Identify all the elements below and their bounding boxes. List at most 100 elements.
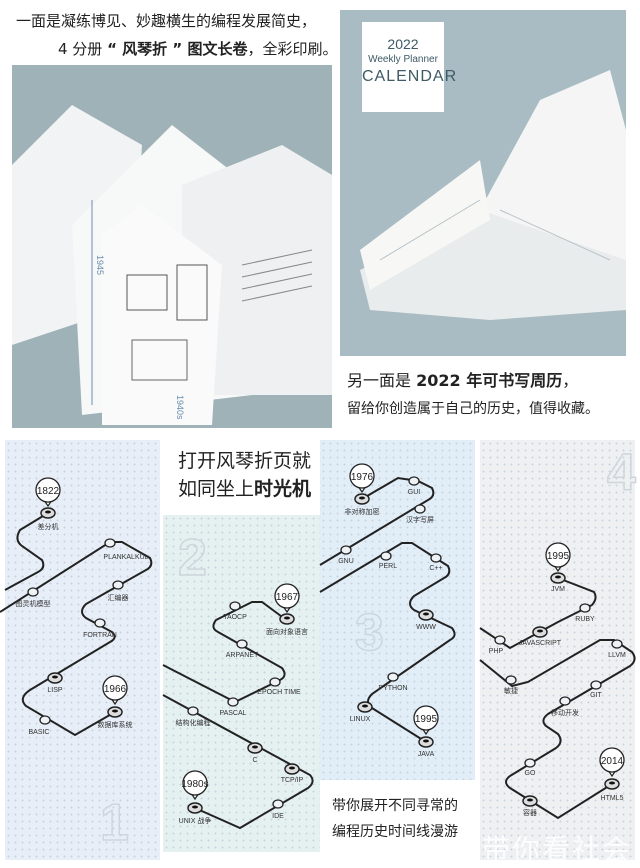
node-label: 容器	[523, 808, 537, 817]
node-label: GO	[525, 770, 536, 777]
node-label: GNU	[338, 558, 354, 565]
pin-year: 1967	[276, 592, 299, 603]
node-label: 面向对象语言	[266, 627, 308, 636]
timeline-node: 数据库系统	[98, 706, 133, 729]
node-label: WWW	[416, 624, 436, 631]
timeline-node: PERL	[379, 551, 397, 570]
timeline-node: 非对称加密	[345, 493, 380, 516]
timeline-node: RUBY	[575, 603, 595, 623]
timeline-node: 敏捷	[504, 675, 518, 695]
caption-line: 带你展开不同寻常的	[332, 798, 458, 814]
timeline-path	[479, 639, 636, 820]
timeline-node: 汇编器	[108, 580, 129, 602]
timeline-path	[319, 542, 456, 743]
node-label: 非对称加密	[345, 507, 380, 516]
node-label: PYTHON	[378, 685, 407, 692]
timeline-node: EPOCH TIME	[257, 677, 301, 696]
intro-caption-line2: 4 分册 “ 风琴折 ” 图文长卷，全彩印刷。	[58, 36, 338, 62]
calendar-subtitle: Weekly Planner	[368, 54, 438, 65]
timeline-node: C	[247, 742, 263, 764]
caption-text: 4 分册	[58, 40, 103, 58]
timeline-node: HTML5	[601, 778, 624, 802]
year-pin: 1980s	[181, 770, 209, 801]
timeline-node: FORTRAN	[83, 618, 117, 639]
timeline-volume-4	[480, 440, 635, 860]
node-label: PASCAL	[219, 710, 246, 717]
intro-caption-line1: 一面是凝练博见、妙趣横生的编程发展简史，	[16, 12, 317, 30]
year-pin: 1976	[349, 463, 375, 494]
caption-text: 另一面是	[347, 371, 417, 390]
node-label: C	[252, 757, 257, 764]
node-label: BASIC	[28, 729, 49, 736]
year-label: 1945	[95, 255, 105, 275]
timeline-node: 结构化编程	[176, 706, 211, 727]
volume-number: 3	[355, 604, 384, 662]
node-label: IDE	[272, 813, 284, 820]
time-machine-caption: 打开风琴折页就如同坐上时光机	[178, 447, 311, 503]
booklet-photo: 1945 1940s	[12, 65, 332, 428]
node-label: JAVASCRIPT	[519, 640, 562, 647]
timeline-node: IDE	[272, 799, 284, 820]
timeline-node: LLVM	[608, 639, 626, 659]
pin-year: 1995	[547, 551, 570, 562]
node-label: 汉字写屏	[406, 515, 434, 524]
timeline-path	[479, 577, 597, 650]
node-label: C++	[429, 565, 442, 572]
diagram-sketch	[126, 274, 168, 311]
timeline-node: TAOCP	[223, 601, 247, 621]
year-pin: 1966	[102, 675, 128, 706]
pin-year: 1822	[37, 486, 60, 497]
timeline-node: PASCAL	[219, 697, 247, 717]
node-label: EPOCH TIME	[257, 689, 301, 696]
node-label: ARPANET	[226, 652, 259, 659]
timeline-node: JVM	[550, 572, 566, 593]
timeline-node: LINUX	[350, 701, 373, 723]
watermark: 带你看社会	[482, 833, 633, 866]
pin-year: 2014	[601, 756, 624, 767]
node-label: FORTRAN	[83, 632, 117, 639]
caption-text: ，	[562, 371, 579, 390]
year-pin: 2014	[599, 747, 625, 778]
timeline-node: 面向对象语言	[266, 613, 308, 636]
timeline-node: 图灵机模型	[16, 587, 51, 608]
node-label: 汇编器	[108, 593, 129, 602]
timeline-node: PYTHON	[378, 672, 408, 692]
calendar-year: 2022	[387, 36, 419, 52]
node-label: 结构化编程	[176, 718, 211, 727]
node-label: HTML5	[601, 795, 624, 802]
node-label: JVM	[551, 586, 565, 593]
timeline-node: WWW	[416, 609, 436, 631]
year-pin: 1967	[274, 583, 300, 614]
calendar-caption-line1: 另一面是 2022 年可书写周历，	[347, 368, 578, 394]
node-label: JAVA	[418, 751, 435, 758]
journey-caption: 带你展开不同寻常的编程历史时间线漫游	[332, 793, 458, 845]
year-label: 1940s	[175, 395, 185, 420]
node-label: GUI	[408, 489, 421, 496]
node-label: 图灵机模型	[16, 599, 51, 608]
caption-bold: “ 风琴折 ” 图文长卷	[107, 40, 248, 58]
node-label: 数据库系统	[98, 720, 133, 729]
pin-year: 1980s	[181, 779, 208, 790]
volume-number: 1	[100, 794, 129, 852]
node-label: TCP/IP	[281, 777, 304, 784]
timeline-node: UNIX 战争	[179, 802, 211, 825]
volume-number: 2	[178, 529, 207, 587]
node-label: TAOCP	[223, 614, 247, 621]
node-label: PLANKALKUL	[103, 554, 148, 561]
timeline-node: JAVA	[418, 736, 435, 758]
year-pin: 1995	[413, 705, 439, 736]
timeline-node: JAVASCRIPT	[519, 626, 562, 647]
timeline-node: 移动开发	[551, 696, 579, 717]
timeline-node: ARPANET	[226, 639, 259, 659]
timeline-path	[162, 601, 286, 704]
pin-year: 1995	[415, 714, 438, 725]
open-calendar-illustration	[360, 70, 626, 320]
timeline-node: BASIC	[28, 715, 51, 736]
node-label: LLVM	[608, 652, 626, 659]
node-label: PHP	[489, 648, 504, 655]
timeline-node: C++	[429, 553, 443, 572]
timeline-node: 汉字写屏	[406, 504, 434, 524]
folded-booklet-illustration: 1945 1940s	[12, 105, 332, 425]
timeline-node: TCP/IP	[281, 763, 304, 784]
